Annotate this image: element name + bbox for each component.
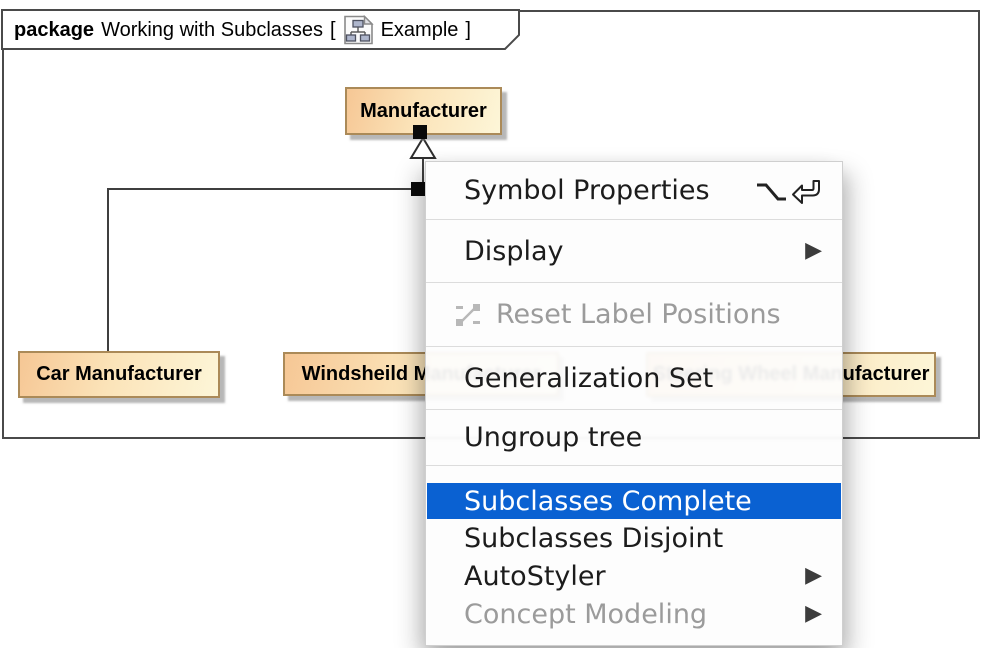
menu-item-ungroup-tree[interactable]: Ungroup tree: [464, 422, 643, 453]
menu-item-display[interactable]: Display ▶: [464, 235, 822, 267]
frame-tab-label: package Working with Subclasses [ Exampl…: [14, 14, 471, 46]
class-diagram-icon: [343, 15, 374, 45]
class-label: Car Manufacturer: [36, 363, 202, 385]
shortcut-option-return: [754, 177, 822, 205]
reset-label-positions-icon: [456, 303, 480, 326]
bracket-open: [: [330, 18, 336, 41]
submenu-arrow-icon: ▶: [805, 238, 822, 263]
bracket-close: ]: [465, 18, 471, 41]
menu-item-reset-label-positions[interactable]: Reset Label Positions: [426, 283, 842, 346]
return-key-icon: [792, 179, 820, 204]
menu-separator: [426, 346, 842, 347]
class-box-car-manufacturer[interactable]: Car Manufacturer: [18, 351, 220, 398]
generalization-triangle-icon[interactable]: [408, 136, 438, 161]
menu-item-autostyler[interactable]: AutoStyler ▶: [464, 560, 822, 592]
menu-separator: [426, 409, 842, 410]
menu-item-symbol-properties[interactable]: Symbol Properties: [426, 162, 842, 219]
menu-group-subclasses: Subclasses Complete Subclasses Disjoint …: [426, 466, 842, 645]
menu-item-subclasses-complete[interactable]: Subclasses Complete: [427, 483, 841, 519]
generalization-edge-horizontal[interactable]: [107, 188, 413, 190]
menu-item-generalization-set[interactable]: Generalization Set: [464, 362, 714, 394]
diagram-name: Example: [380, 18, 459, 41]
diagram-title: Working with Subclasses: [101, 18, 324, 41]
menu-separator: [426, 219, 842, 220]
package-keyword: package: [14, 18, 95, 41]
submenu-arrow-icon: ▶: [805, 563, 822, 588]
option-key-icon: [757, 183, 786, 200]
generalization-edge-vertical[interactable]: [422, 158, 424, 190]
menu-separator: [426, 465, 842, 466]
selection-handle-junction[interactable]: [411, 182, 425, 196]
submenu-arrow-icon: ▶: [805, 601, 822, 626]
context-menu: Symbol Properties Display ▶ Reset Label …: [425, 161, 843, 646]
menu-item-subclasses-disjoint[interactable]: Subclasses Disjoint: [464, 522, 724, 554]
generalization-edge-to-car[interactable]: [107, 189, 109, 351]
menu-item-concept-modeling[interactable]: Concept Modeling ▶: [464, 598, 822, 630]
class-label: Manufacturer: [360, 99, 487, 122]
selection-handle-top[interactable]: [413, 125, 427, 139]
frame-tab: [1, 9, 520, 50]
menu-separator: [426, 282, 842, 283]
